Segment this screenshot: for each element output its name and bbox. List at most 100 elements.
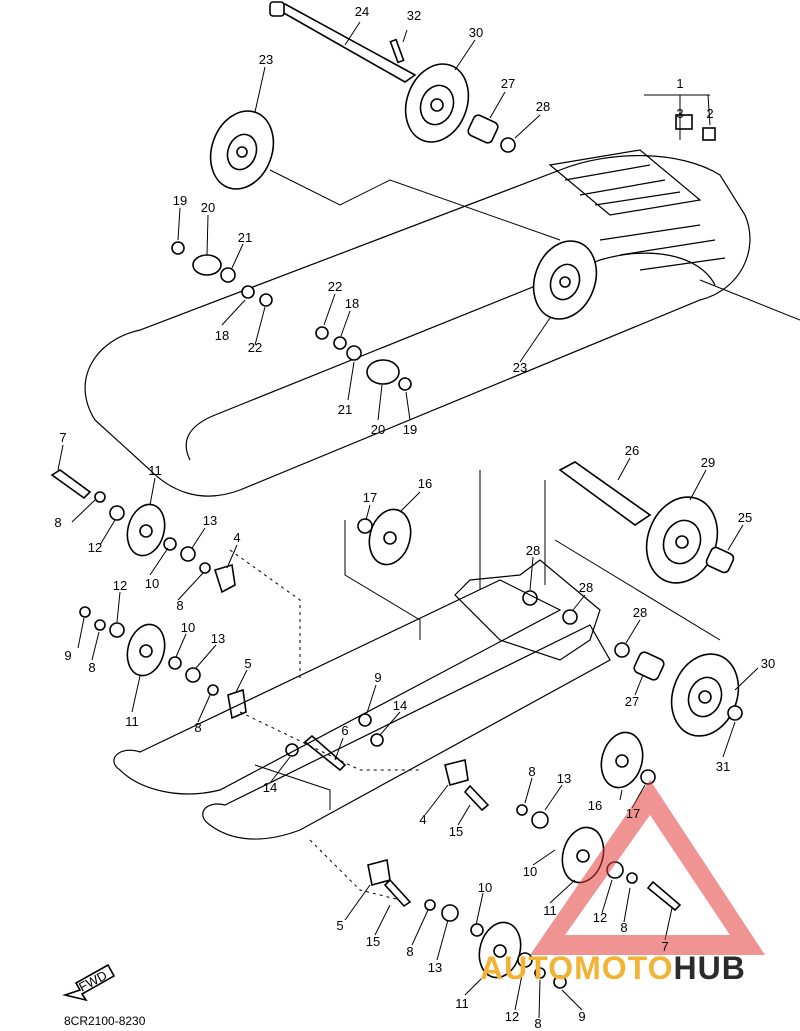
slide-rail-left: [113, 579, 562, 795]
callout-4b: 4: [419, 812, 426, 827]
wheel-16-bottom: [600, 731, 644, 789]
diagram-code: 8CR2100-8230: [64, 1014, 146, 1028]
fwd-arrow: FWD: [62, 963, 116, 1002]
callout-30a: 30: [469, 25, 483, 40]
callout-5a: 5: [244, 656, 251, 671]
callout-10c: 10: [523, 864, 537, 879]
callout-13b: 13: [211, 631, 225, 646]
callout-13a: 13: [203, 513, 217, 528]
callout-16a: 16: [418, 476, 432, 491]
callout-28c: 28: [579, 580, 593, 595]
callout-14b: 14: [263, 780, 277, 795]
callout-10b: 10: [181, 620, 195, 635]
callout-19b: 19: [403, 422, 417, 437]
wheel-16-top: [368, 508, 412, 566]
callout-10a: 10: [145, 576, 159, 591]
callout-27a: 27: [501, 76, 515, 91]
track-belt-inner: [185, 252, 716, 461]
track-belt: [84, 155, 751, 497]
watermark-triangle: [530, 780, 765, 955]
collar-27-upper: [467, 114, 499, 144]
suspension-frame: [454, 559, 601, 661]
callout-7a: 7: [59, 430, 66, 445]
callout-8e: 8: [528, 764, 535, 779]
callout-9b: 9: [374, 670, 381, 685]
callout-18b: 18: [345, 296, 359, 311]
slide-rail-right: [202, 624, 611, 840]
callout-31: 31: [716, 759, 730, 774]
callout-15a: 15: [449, 824, 463, 839]
leader-lines: [57, 21, 759, 1019]
callout-12b: 12: [113, 578, 127, 593]
callout-12c: 12: [593, 910, 607, 925]
callout-28d: 28: [633, 605, 647, 620]
callout-20b: 20: [371, 422, 385, 437]
brackets: [213, 114, 716, 887]
callout-8a: 8: [54, 515, 61, 530]
callout-26: 26: [625, 443, 639, 458]
callout-8h: 8: [534, 1016, 541, 1031]
callout-9c: 9: [578, 1009, 585, 1024]
callout-15b: 15: [366, 934, 380, 949]
watermark-part1: AUTOMOTO: [480, 950, 674, 986]
idler-wheel-center: [532, 240, 598, 320]
callout-11a: 11: [148, 463, 162, 478]
callout-20a: 20: [201, 200, 215, 215]
callout-11c: 11: [543, 903, 557, 918]
fwd-label: FWD: [76, 967, 109, 994]
callout-5b: 5: [336, 918, 343, 933]
callout-24a: 24: [355, 4, 369, 19]
callout-27b: 27: [625, 694, 639, 709]
callout-21b: 21: [338, 402, 352, 417]
assembly-lines: [229, 169, 800, 901]
callout-1: 1: [676, 76, 683, 91]
idler-wheel-upper-left: [209, 110, 275, 190]
watermark-part2: HUB: [673, 950, 746, 986]
callout-17b: 17: [626, 806, 640, 821]
callout-4a: 4: [233, 530, 240, 545]
callout-13d: 13: [428, 960, 442, 975]
callout-12d: 12: [505, 1009, 519, 1024]
callout-22b: 22: [328, 279, 342, 294]
callout-11b: 11: [125, 714, 139, 729]
washers: [79, 137, 743, 989]
callout-21a: 21: [238, 230, 252, 245]
callout-11d: 11: [455, 996, 469, 1011]
wheel-11-top: [126, 503, 166, 557]
wheel-11-mid: [126, 623, 166, 677]
callout-13c: 13: [557, 771, 571, 786]
collar-25: [705, 546, 735, 574]
callout-32: 32: [407, 8, 421, 23]
callout-6: 6: [341, 723, 348, 738]
callout-8c: 8: [88, 660, 95, 675]
callout-17a: 17: [363, 490, 377, 505]
callout-23a: 23: [259, 52, 273, 67]
callout-8b: 8: [176, 598, 183, 613]
callout-9a: 9: [64, 648, 71, 663]
idler-wheel-upper: [404, 63, 470, 143]
callout-19a: 19: [173, 193, 187, 208]
track-cleats: [548, 149, 726, 271]
callout-18a: 18: [215, 328, 229, 343]
callout-30b: 30: [761, 656, 775, 671]
callout-2: 2: [706, 106, 713, 121]
watermark-text: AUTOMOTOHUB: [480, 950, 746, 987]
callout-3: 3: [676, 106, 683, 121]
shaft-26: [558, 461, 652, 526]
callout-8g: 8: [406, 944, 413, 959]
pin: [389, 38, 405, 64]
callout-25: 25: [738, 510, 752, 525]
callout-8d: 8: [194, 720, 201, 735]
callout-28a: 28: [536, 99, 550, 114]
callout-16b: 16: [588, 798, 602, 813]
callout-10d: 10: [478, 880, 492, 895]
callout-8f: 8: [620, 920, 627, 935]
collar-27-lower: [633, 651, 665, 681]
callout-7b: 7: [661, 939, 668, 954]
callout-22a: 22: [248, 340, 262, 355]
callout-12a: 12: [88, 540, 102, 555]
callout-23b: 23: [513, 360, 527, 375]
callout-labels: 24 32 30 23 27 28 1 3 2 19 20 21 18 22 2…: [54, 4, 775, 1031]
idler-wheel-lower-right: [670, 653, 740, 737]
